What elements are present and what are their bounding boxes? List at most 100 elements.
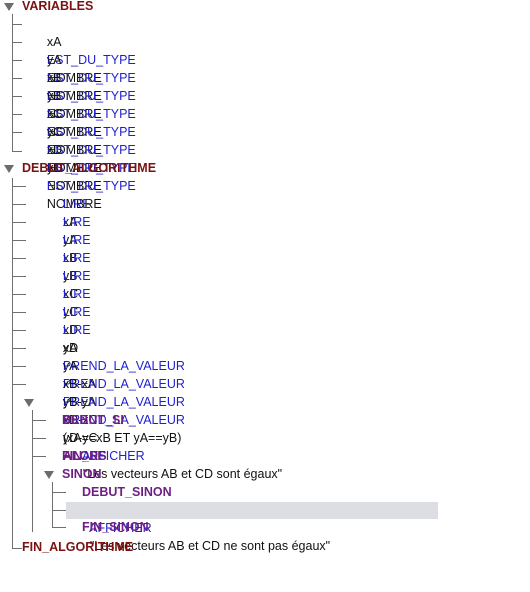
variable-name: xC — [46, 107, 63, 121]
assign-row[interactable]: yB PREND_LA_VALEUR yD-yC — [0, 375, 185, 445]
read-variable: xA — [62, 215, 78, 229]
fin-sinon-label: FIN_SINON — [82, 520, 149, 534]
assign-keyword: PREND_LA_VALEUR — [62, 377, 185, 391]
sinon-row[interactable]: SINON — [0, 465, 102, 483]
read-keyword: LIRE — [62, 251, 91, 265]
read-row[interactable]: LIRE xD — [0, 285, 91, 337]
tree-line — [32, 456, 46, 457]
type-keyword: EST_DU_TYPE — [46, 107, 136, 121]
type-keyword: EST_DU_TYPE — [46, 161, 136, 175]
variable-row[interactable]: xB EST_DU_TYPE NOMBRE — [0, 51, 136, 121]
variable-name: yC — [46, 125, 63, 139]
read-row[interactable]: LIRE xA — [0, 177, 91, 229]
tree-line — [12, 24, 22, 25]
afficher-text: "Les vecteurs AB et CD sont égaux" — [82, 467, 283, 481]
read-row[interactable]: LIRE xB — [0, 213, 91, 265]
assign-target: xB — [62, 377, 78, 391]
assign-expression: xB-xA — [62, 377, 97, 391]
read-variable: xD — [62, 323, 79, 337]
expand-triangle-icon[interactable] — [24, 399, 34, 407]
tree-line — [12, 14, 13, 152]
variable-row[interactable]: xD EST_DU_TYPE NOMBRE — [0, 123, 136, 193]
variable-row[interactable]: yD EST_DU_TYPE NOMBRE — [0, 141, 136, 211]
variable-row[interactable]: yC EST_DU_TYPE NOMBRE — [0, 105, 136, 175]
read-keyword: LIRE — [62, 269, 91, 283]
fin-si-row[interactable]: FIN_SI — [0, 447, 101, 465]
type-value: NOMBRE — [46, 197, 102, 211]
read-row[interactable]: LIRE yA — [0, 195, 91, 247]
read-keyword: LIRE — [62, 287, 91, 301]
selection-highlight — [66, 502, 438, 519]
tree-line — [12, 312, 26, 313]
tree-line — [12, 42, 22, 43]
type-value: NOMBRE — [46, 125, 102, 139]
si-row[interactable]: SI (xA==xB ET yA==yB) ALORS — [0, 393, 182, 463]
fin-algorithme-label: FIN_ALGORITHME — [22, 540, 134, 554]
read-keyword: LIRE — [62, 233, 91, 247]
fin-sinon-row[interactable]: FIN_SINON — [0, 518, 149, 536]
tree-line — [52, 510, 66, 511]
tree-line — [12, 294, 26, 295]
tree-line — [12, 60, 22, 61]
tree-line — [52, 527, 66, 528]
read-variable: yB — [62, 269, 78, 283]
assign-row[interactable]: xB PREND_LA_VALEUR xD-xC — [0, 357, 185, 427]
tree-line — [12, 348, 26, 349]
tree-line — [12, 258, 26, 259]
type-keyword: EST_DU_TYPE — [46, 71, 136, 85]
read-row[interactable]: LIRE yC — [0, 267, 91, 319]
read-keyword: LIRE — [62, 197, 91, 211]
debut-si-row[interactable]: DEBUT_SI — [0, 411, 124, 429]
tree-line — [12, 384, 26, 385]
expand-triangle-icon[interactable] — [4, 165, 14, 173]
expand-triangle-icon[interactable] — [4, 3, 14, 11]
variable-row[interactable]: yB EST_DU_TYPE NOMBRE — [0, 69, 136, 139]
tree-line — [12, 132, 22, 133]
tree-line — [32, 438, 46, 439]
type-value: NOMBRE — [46, 179, 102, 193]
afficher-keyword: AFFICHER — [82, 449, 145, 463]
tree-line — [12, 178, 13, 548]
read-variable: yA — [62, 233, 78, 247]
tree-line — [12, 151, 22, 152]
assign-target: yB — [62, 395, 78, 409]
variable-name: xA — [46, 35, 62, 49]
debut-sinon-row[interactable]: DEBUT_SINON — [0, 483, 172, 501]
assign-target: yA — [62, 359, 78, 373]
afficher-row-selected[interactable]: AFFICHER "Les vecteurs AB et CD ne sont … — [0, 501, 530, 553]
tree-line — [12, 366, 26, 367]
variable-row[interactable]: yA EST_DU_TYPE NOMBRE — [0, 33, 136, 103]
variable-row[interactable]: xA EST_DU_TYPE NOMBRE — [0, 15, 136, 85]
read-variable: yC — [62, 305, 79, 319]
type-value: NOMBRE — [46, 143, 102, 157]
algorithm-label: DEBUT_ALGORITHME — [22, 161, 157, 175]
tree-line — [32, 420, 46, 421]
afficher-row[interactable]: AFFICHER "Les vecteurs AB et CD sont éga… — [0, 429, 282, 481]
read-variable: xB — [62, 251, 78, 265]
sinon-label: SINON — [62, 467, 102, 481]
variable-row[interactable]: xC EST_DU_TYPE NOMBRE — [0, 87, 136, 157]
assign-keyword: PREND_LA_VALEUR — [62, 413, 185, 427]
tree-line — [12, 548, 22, 549]
alors-keyword: ALORS — [62, 449, 107, 463]
afficher-keyword: AFFICHER — [89, 521, 152, 535]
assign-row[interactable]: xA PREND_LA_VALEUR xB-xA — [0, 321, 185, 391]
type-keyword: EST_DU_TYPE — [46, 89, 136, 103]
tree-line — [12, 204, 26, 205]
expand-triangle-icon[interactable] — [44, 471, 54, 479]
algorithm-tree: VARIABLES xA EST_DU_TYPE NOMBRE yA EST_D… — [0, 0, 530, 556]
read-row[interactable]: LIRE yD — [0, 303, 91, 355]
debut-si-label: DEBUT_SI — [62, 413, 124, 427]
type-value: NOMBRE — [46, 107, 102, 121]
algorithm-section[interactable]: DEBUT_ALGORITHME — [0, 159, 156, 177]
read-row[interactable]: LIRE xC — [0, 249, 91, 301]
fin-algorithme-row[interactable]: FIN_ALGORITHME — [0, 538, 133, 556]
read-row[interactable]: LIRE yB — [0, 231, 91, 283]
read-variable: yD — [62, 341, 79, 355]
tree-line — [12, 276, 26, 277]
assign-row[interactable]: yA PREND_LA_VALEUR yB-yA — [0, 339, 185, 409]
variables-section[interactable]: VARIABLES — [0, 0, 93, 15]
type-keyword: EST_DU_TYPE — [46, 125, 136, 139]
tree-line — [12, 114, 22, 115]
read-keyword: LIRE — [62, 305, 91, 319]
